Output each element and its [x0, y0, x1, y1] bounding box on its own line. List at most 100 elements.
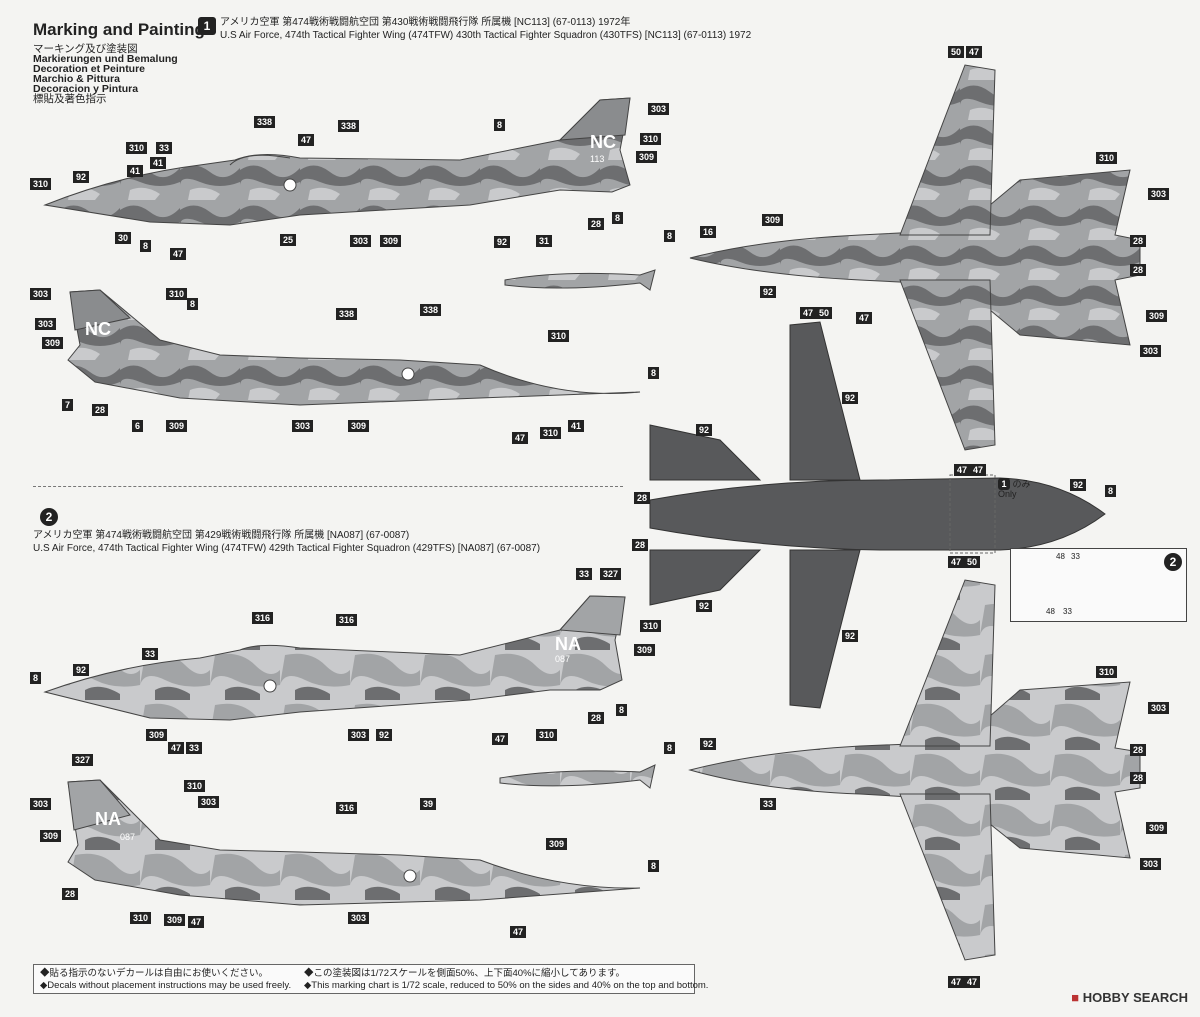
roundel-d [403, 869, 417, 883]
callout: 92 [760, 286, 777, 298]
callout: 310 [130, 912, 152, 924]
callout: 47 [492, 733, 509, 745]
callout: 50 [964, 556, 981, 568]
callout: 310 [166, 288, 188, 300]
callout: 47 [970, 464, 987, 476]
callout: 310 [1096, 666, 1118, 678]
top-view-1 [689, 64, 1141, 451]
subtitle-fr: Decoration et Peinture [33, 63, 146, 75]
callout: 303 [35, 318, 57, 330]
note-left-en: ◆Decals without placement instructions m… [40, 980, 292, 991]
callout: 47 [954, 464, 971, 476]
callout: 92 [842, 392, 859, 404]
tail-code-d: NA [95, 809, 121, 829]
only-number: 1 [998, 478, 1010, 490]
callout: 303 [348, 729, 370, 741]
callout: 39 [420, 798, 437, 810]
callout: 92 [696, 600, 713, 612]
callout: 8 [648, 860, 660, 872]
side-view-c: NA 087 [43, 595, 626, 721]
callout: 309 [166, 420, 188, 432]
callout: 309 [146, 729, 168, 741]
top-view-2 [688, 579, 1141, 961]
tail-num-d: 087 [120, 832, 135, 842]
callout: 8 [30, 672, 42, 684]
callout: 310 [126, 142, 148, 154]
callout: 31 [536, 235, 553, 247]
callout: 28 [588, 218, 605, 230]
roundel-b [401, 367, 415, 381]
callout: 8 [187, 298, 199, 310]
callout: 316 [336, 614, 358, 626]
inset-callout-48: 48 [1056, 552, 1065, 561]
callout: 303 [348, 912, 370, 924]
tail-code-a: NC [590, 132, 616, 152]
subtitle-de: Markierungen und Bemalung [33, 53, 178, 65]
callout: 33 [142, 648, 159, 660]
callout: 310 [184, 780, 206, 792]
inset-cockpit: 2 48 33 48 33 [1010, 548, 1187, 622]
callout: 327 [72, 754, 94, 766]
callout: 303 [198, 796, 220, 808]
note-right-en: ◆This marking chart is 1/72 scale, reduc… [304, 980, 709, 991]
bottom-view [649, 321, 1106, 709]
callout: 30 [115, 232, 132, 244]
callout: 33 [156, 142, 173, 154]
brand-icon: ■ [1071, 990, 1080, 1005]
notes-box: ◆貼る指示のないデカールは自由にお使いください。 ◆Decals without… [33, 964, 708, 994]
callout: 92 [376, 729, 393, 741]
callout: 303 [648, 103, 670, 115]
callout: 316 [252, 612, 274, 624]
callout: 33 [576, 568, 593, 580]
callout: 309 [42, 337, 64, 349]
subtitle-it: Marchio & Pittura [33, 73, 120, 85]
callout: 28 [1130, 744, 1147, 756]
callout: 309 [636, 151, 658, 163]
callout: 338 [420, 304, 442, 316]
subtitle-cn: 標貼及著色指示 [33, 93, 107, 105]
callout: 47 [512, 432, 529, 444]
callout: 47 [856, 312, 873, 324]
note-left-jp: ◆貼る指示のないデカールは自由にお使いください。 [40, 968, 269, 979]
callout: 8 [664, 742, 676, 754]
callout: 303 [1140, 858, 1162, 870]
callout: 309 [1146, 822, 1168, 834]
callout: 310 [1096, 152, 1118, 164]
side-view-d: NA 087 [67, 779, 641, 906]
callout: 303 [1148, 188, 1170, 200]
callout: 338 [336, 308, 358, 320]
subtitle-es: Decoracion y Pintura [33, 83, 139, 95]
side-view-b: NC [67, 289, 641, 406]
scheme2-jp: アメリカ空軍 第474戦術戦闘航空団 第429戦術戦闘飛行隊 所属機 [NA08… [33, 530, 410, 541]
only-label: 1 のみ Only [998, 478, 1031, 499]
callout: 7 [62, 399, 74, 411]
callout: 309 [762, 214, 784, 226]
only-en: Only [998, 489, 1017, 499]
tail-num-a: 113 [590, 154, 604, 164]
callout: 303 [350, 235, 372, 247]
callout: 309 [380, 235, 402, 247]
callout: 28 [1130, 772, 1147, 784]
drop-tank-2 [499, 764, 656, 789]
callout: 92 [700, 738, 717, 750]
callout: 25 [280, 234, 297, 246]
callout: 50 [948, 46, 965, 58]
callout: 310 [640, 133, 662, 145]
callout: 309 [40, 830, 62, 842]
subtitle-jp: マーキング及び塗装図 [33, 43, 138, 55]
tail-code-c: NA [555, 634, 581, 654]
callout: 16 [700, 226, 717, 238]
callout: 92 [1070, 479, 1087, 491]
callout: 309 [634, 644, 656, 656]
roundel-a [283, 178, 297, 192]
callout: 303 [30, 798, 52, 810]
inset-callout-33: 33 [1071, 552, 1080, 561]
callout: 309 [348, 420, 370, 432]
callout: 338 [254, 116, 276, 128]
callout: 310 [640, 620, 662, 632]
callout: 47 [298, 134, 315, 146]
callout: 303 [292, 420, 314, 432]
callout: 50 [816, 307, 833, 319]
callout: 8 [140, 240, 152, 252]
callout: 28 [1130, 264, 1147, 276]
